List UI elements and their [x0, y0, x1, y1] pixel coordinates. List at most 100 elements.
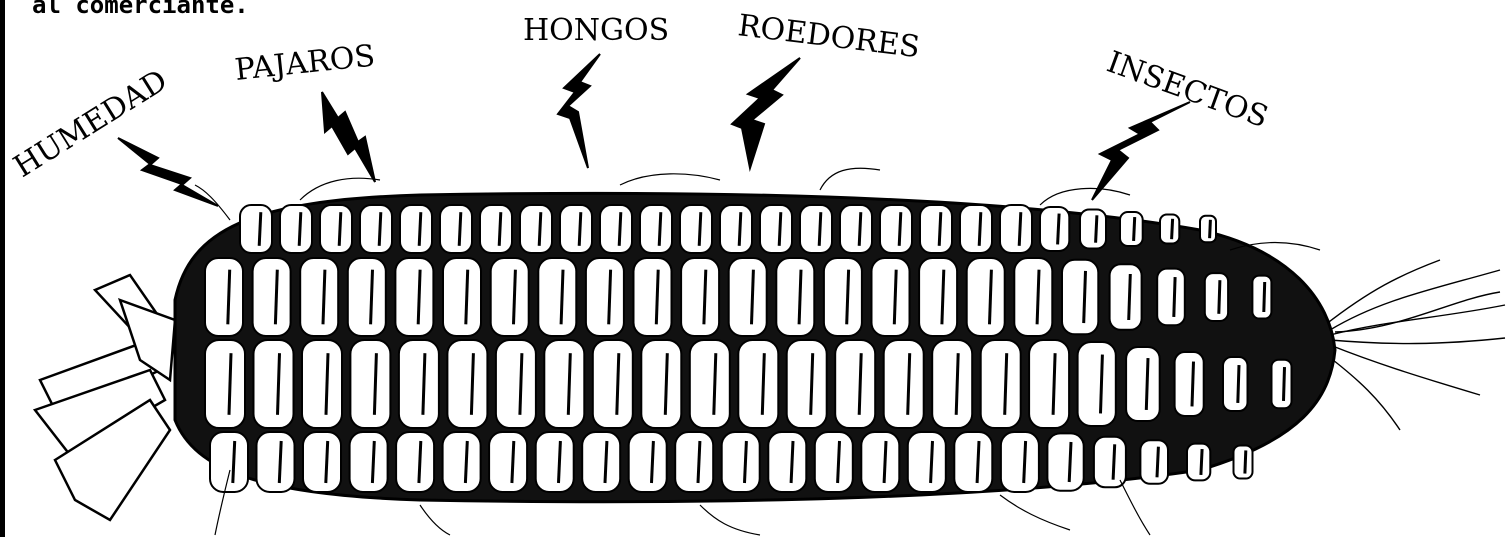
kernel-shading — [652, 441, 654, 483]
kernel-shading — [1172, 219, 1173, 239]
kernel — [815, 432, 853, 492]
kernel — [787, 340, 827, 428]
kernel-shading — [859, 212, 861, 246]
kernel-shading — [739, 212, 741, 246]
kernel-shading — [698, 441, 700, 483]
kernel-shading — [1201, 449, 1202, 475]
kernel — [1205, 273, 1228, 321]
kernel-shading — [819, 212, 821, 246]
kernel-shading — [1019, 212, 1021, 246]
kernel-shading — [714, 353, 716, 415]
kernel — [205, 258, 243, 336]
kernel-shading — [279, 441, 281, 483]
kernel — [280, 205, 312, 253]
kernel — [1110, 264, 1142, 330]
kernel-shading — [339, 212, 341, 246]
kernel-shading — [499, 212, 501, 246]
kernel-shading — [977, 441, 979, 483]
kernel — [536, 432, 574, 492]
kernel — [395, 258, 433, 336]
kernel-shading — [931, 441, 933, 483]
kernel — [981, 340, 1021, 428]
lightning-bolt-icon — [732, 58, 800, 168]
kernel-shading — [619, 212, 621, 246]
kernel — [920, 205, 952, 253]
kernel-shading — [838, 441, 840, 483]
kernel — [720, 205, 752, 253]
kernel-shading — [617, 353, 619, 415]
kernel-shading — [762, 353, 764, 415]
kernel-shading — [471, 353, 473, 415]
kernel-shading — [704, 270, 706, 325]
kernel — [760, 205, 792, 253]
kernel-shading — [1084, 271, 1086, 323]
label-pajaros: PAJAROS — [233, 38, 376, 87]
kernel — [360, 205, 392, 253]
kernel-shading — [609, 270, 611, 325]
corn-husk — [35, 275, 175, 520]
kernel — [399, 340, 439, 428]
kernel-shading — [419, 212, 421, 246]
kernel-shading — [1005, 353, 1007, 415]
kernel — [640, 205, 672, 253]
kernel-shading — [752, 270, 754, 325]
label-insectos: INSECTOS — [1102, 45, 1272, 136]
kernel — [1126, 347, 1160, 421]
kernel-shading — [1037, 270, 1039, 325]
kernel-shading — [811, 353, 813, 415]
kernel — [1014, 258, 1052, 336]
kernel — [954, 432, 992, 492]
kernel — [443, 432, 481, 492]
kernel — [641, 340, 681, 428]
kernel — [680, 205, 712, 253]
kernel-shading — [1058, 214, 1060, 245]
lightning-bolt-icon — [118, 138, 218, 206]
kernel — [443, 258, 481, 336]
kernel-shading — [1069, 442, 1071, 482]
kernel-shading — [559, 441, 561, 483]
kernel-shading — [894, 270, 896, 325]
kernel-shading — [539, 212, 541, 246]
lightning-bolt-icon — [322, 92, 375, 182]
kernel-shading — [908, 353, 910, 415]
kernel — [919, 258, 957, 336]
kernel — [1252, 276, 1271, 319]
kernel — [1000, 205, 1032, 253]
kernel-shading — [228, 270, 230, 325]
kernel — [205, 340, 245, 428]
kernel — [303, 432, 341, 492]
kernel-shading — [233, 441, 235, 483]
kernel-shading — [779, 212, 781, 246]
kernel-shading — [1174, 277, 1175, 317]
kernel-shading — [884, 441, 886, 483]
kernel — [1140, 440, 1168, 484]
kernel — [496, 340, 536, 428]
kernel-shading — [656, 270, 658, 325]
kernel-shading — [939, 212, 941, 246]
label-roedores: ROEDORES — [736, 8, 922, 65]
kernel-shading — [1219, 280, 1220, 314]
kernel — [257, 432, 295, 492]
kernel — [320, 205, 352, 253]
kernel-shading — [942, 270, 944, 325]
kernel — [1200, 216, 1216, 242]
kernel-shading — [465, 441, 467, 483]
kernel-shading — [379, 212, 381, 246]
kernel — [593, 340, 633, 428]
kernel — [254, 340, 294, 428]
kernel-shading — [1053, 353, 1055, 415]
kernel-shading — [512, 441, 514, 483]
kernel — [1272, 360, 1292, 408]
kernel — [675, 432, 713, 492]
kernel-shading — [605, 441, 607, 483]
kernel — [600, 205, 632, 253]
kernel-shading — [1238, 365, 1239, 403]
kernel — [400, 205, 432, 253]
kernel-shading — [371, 270, 373, 325]
kernel-shading — [423, 353, 425, 415]
kernel-shading — [418, 270, 420, 325]
lightning-bolt-icon — [1092, 102, 1190, 200]
corn-silk — [1320, 260, 1505, 430]
